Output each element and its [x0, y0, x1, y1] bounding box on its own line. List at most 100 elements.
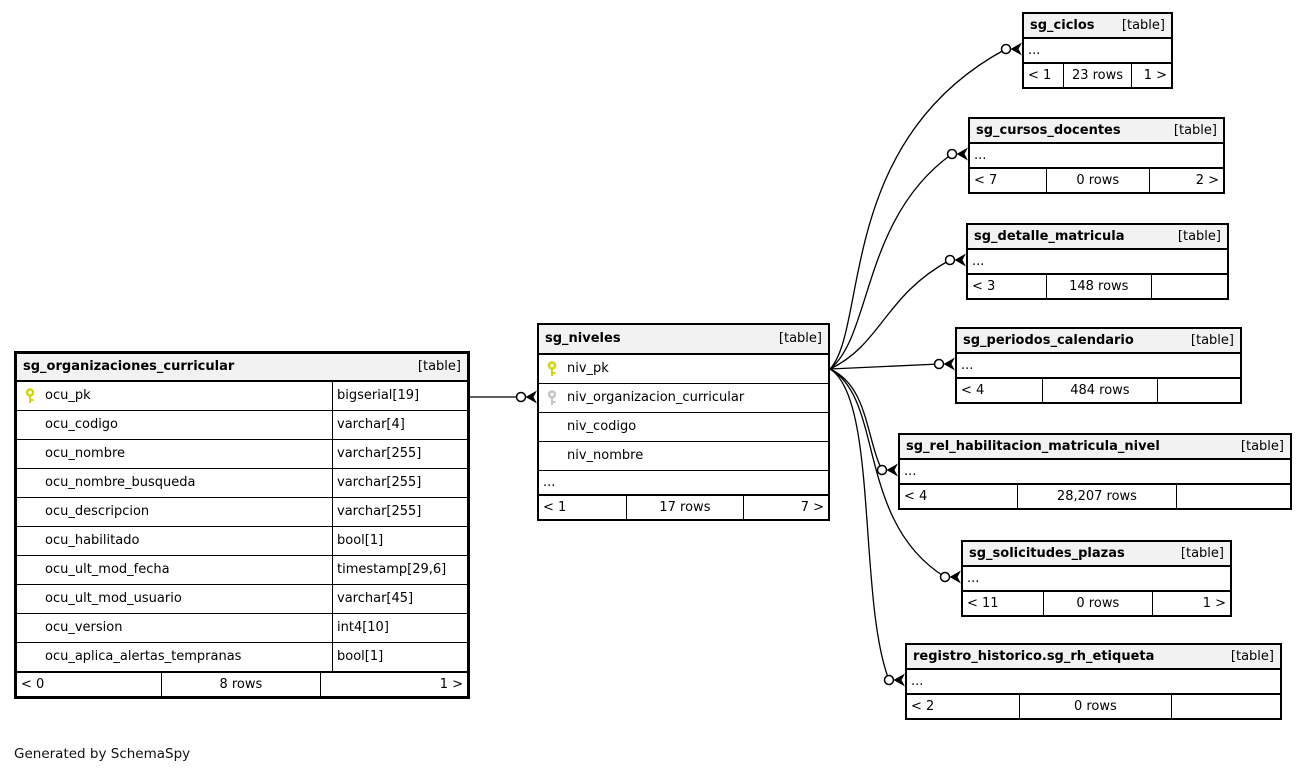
table-header[interactable]: sg_ciclos [table]	[1024, 14, 1171, 39]
column-name: ocu_codigo	[45, 417, 119, 432]
column-type: timestamp[29,6]	[332, 556, 467, 584]
ellipsis-row: ...	[904, 464, 917, 479]
column-row: niv_codigo	[539, 412, 828, 441]
zero-one-circle	[944, 254, 956, 266]
zero-one-circle	[883, 674, 895, 686]
crow-foot-arrow	[943, 357, 955, 371]
column-row: ocu_pk bigserial[19]	[17, 382, 467, 410]
footer-parent-count: < 4	[904, 489, 928, 504]
crow-foot-arrow	[956, 147, 968, 161]
relationship-curve	[829, 368, 883, 471]
table-sg-cursos-docentes[interactable]: sg_cursos_docentes [table] ... < 7 0 row…	[968, 117, 1225, 194]
column-type: int4[10]	[332, 614, 467, 642]
column-row: ocu_habilitado bool[1]	[17, 526, 467, 555]
column-name: ocu_ult_mod_fecha	[45, 562, 170, 577]
table-sg-periodos-calendario[interactable]: sg_periodos_calendario [table] ... < 4 4…	[955, 327, 1242, 404]
column-type: varchar[255]	[332, 440, 467, 468]
table-sg-solicitudes-plazas[interactable]: sg_solicitudes_plazas [table] ... < 11 0…	[961, 540, 1232, 617]
footer-row-count: 484 rows	[1041, 379, 1158, 402]
table-sg-organizaciones-curricular[interactable]: sg_organizaciones_curricular [table] ocu…	[14, 351, 470, 699]
table-name[interactable]: sg_solicitudes_plazas	[969, 546, 1125, 561]
footer-row-count: 23 rows	[1062, 64, 1133, 87]
footer-row-count: 0 rows	[1018, 695, 1172, 718]
table-sg-detalle-matricula[interactable]: sg_detalle_matricula [table] ... < 3 148…	[966, 223, 1229, 300]
zero-one-circle	[1000, 43, 1012, 55]
column-row: niv_pk	[539, 355, 828, 383]
table-name[interactable]: sg_ciclos	[1030, 18, 1095, 33]
table-footer: < 3 148 rows	[968, 273, 1227, 298]
footer-row-count: 0 rows	[1043, 592, 1153, 615]
foreign-key-icon	[547, 390, 557, 405]
table-name[interactable]: sg_periodos_calendario	[963, 333, 1134, 348]
relationship-curve	[829, 368, 946, 578]
table-tag: [table]	[417, 359, 461, 374]
table-name[interactable]: sg_niveles	[545, 331, 621, 346]
crow-foot-arrow	[1010, 42, 1022, 56]
column-name: ocu_pk	[45, 388, 91, 403]
column-type: varchar[255]	[332, 469, 467, 497]
footer-row-count: 8 rows	[161, 673, 321, 696]
footer-child-count: 2 >	[1195, 173, 1219, 188]
table-header[interactable]: sg_solicitudes_plazas [table]	[963, 542, 1230, 567]
column-row: ocu_codigo varchar[4]	[17, 410, 467, 439]
footer-child-count: 1 >	[439, 677, 463, 692]
table-sg-niveles[interactable]: sg_niveles [table] niv_pk niv_organizaci…	[537, 323, 830, 521]
footer-child-count	[1158, 379, 1240, 402]
table-header[interactable]: sg_detalle_matricula [table]	[968, 225, 1227, 250]
column-type: varchar[255]	[332, 498, 467, 526]
column-type: varchar[4]	[332, 411, 467, 439]
generator-credit: Generated by SchemaSpy	[14, 746, 191, 762]
column-type: varchar[45]	[332, 585, 467, 613]
column-row: ocu_nombre_busqueda varchar[255]	[17, 468, 467, 497]
crow-foot-arrow	[949, 570, 961, 584]
table-sg-ciclos[interactable]: sg_ciclos [table] ... < 1 23 rows 1 >	[1022, 12, 1173, 89]
relationship-curve	[829, 363, 940, 370]
relationship-curve	[829, 153, 953, 370]
column-type: bool[1]	[332, 643, 467, 671]
table-name[interactable]: sg_organizaciones_curricular	[23, 359, 235, 374]
table-footer: < 1 23 rows 1 >	[1024, 62, 1171, 87]
table-header[interactable]: sg_niveles [table]	[539, 325, 828, 355]
table-name[interactable]: sg_rel_habilitacion_matricula_nivel	[906, 439, 1160, 454]
column-row: ocu_ult_mod_usuario varchar[45]	[17, 584, 467, 613]
table-name[interactable]: registro_historico.sg_rh_etiqueta	[913, 649, 1155, 664]
footer-parent-count: < 7	[974, 173, 998, 188]
zero-one-circle	[939, 571, 951, 583]
ellipsis-row: ...	[974, 148, 987, 163]
zero-one-circle	[933, 358, 945, 370]
table-header[interactable]: registro_historico.sg_rh_etiqueta [table…	[907, 645, 1280, 670]
footer-child-count: 7 >	[800, 500, 824, 515]
footer-row-count: 0 rows	[1045, 169, 1150, 192]
footer-child-count: 1 >	[1202, 596, 1226, 611]
table-registro-historico-sg-rh-etiqueta[interactable]: registro_historico.sg_rh_etiqueta [table…	[905, 643, 1282, 720]
table-tag: [table]	[1180, 546, 1224, 561]
table-footer: < 1 17 rows 7 >	[539, 494, 828, 519]
column-name: niv_nombre	[567, 448, 644, 463]
column-name: ocu_version	[45, 620, 123, 635]
column-row: ocu_descripcion varchar[255]	[17, 497, 467, 526]
table-header[interactable]: sg_cursos_docentes [table]	[970, 119, 1223, 144]
table-header[interactable]: sg_rel_habilitacion_matricula_nivel [tab…	[900, 435, 1290, 460]
zero-one-circle	[946, 148, 958, 160]
footer-row-count: 17 rows	[625, 496, 745, 519]
table-name[interactable]: sg_detalle_matricula	[974, 229, 1125, 244]
footer-child-count	[1152, 275, 1227, 298]
table-tag: [table]	[1173, 123, 1217, 138]
relationship-curve	[829, 368, 890, 681]
footer-parent-count: < 4	[961, 383, 985, 398]
table-tag: [table]	[1190, 333, 1234, 348]
ellipsis-row: ...	[967, 571, 980, 586]
table-footer: < 7 0 rows 2 >	[970, 167, 1223, 192]
table-header[interactable]: sg_organizaciones_curricular [table]	[17, 354, 467, 382]
zero-one-circle	[515, 391, 527, 403]
table-footer: < 11 0 rows 1 >	[963, 590, 1230, 615]
table-sg-rel-habilitacion-matricula-nivel[interactable]: sg_rel_habilitacion_matricula_nivel [tab…	[898, 433, 1292, 510]
column-row: ocu_aplica_alertas_tempranas bool[1]	[17, 642, 467, 671]
crow-foot-arrow	[893, 673, 905, 687]
table-tag: [table]	[1177, 229, 1221, 244]
footer-row-count: 28,207 rows	[1017, 485, 1177, 508]
table-name[interactable]: sg_cursos_docentes	[976, 123, 1121, 138]
column-type: bigserial[19]	[332, 382, 467, 410]
table-header[interactable]: sg_periodos_calendario [table]	[957, 329, 1240, 354]
